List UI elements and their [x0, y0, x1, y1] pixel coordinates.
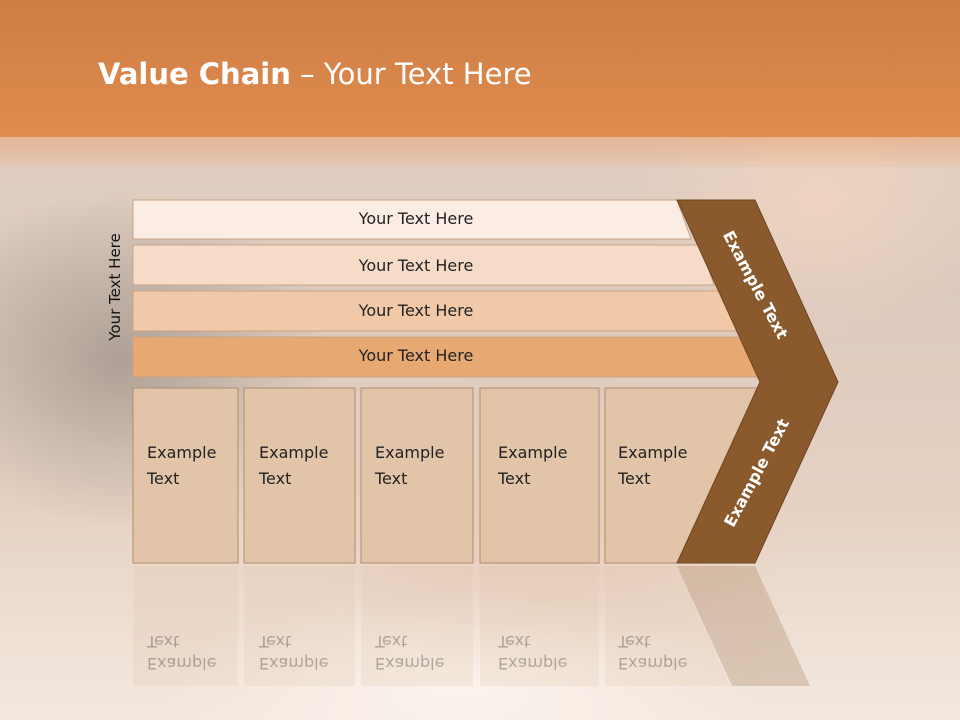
box-4-label: Example Text	[498, 443, 568, 488]
reflection-arrow	[677, 566, 810, 686]
box-3-label: Example Text	[375, 443, 445, 488]
reflection-text-1: Example Text	[147, 632, 217, 673]
reflection-text-2: Example Text	[259, 632, 329, 673]
reflection-text-4: Example Text	[498, 632, 568, 673]
box-5-label: Example Text	[618, 443, 688, 488]
reflection-box-3	[361, 566, 473, 686]
reflection-text-5: Example Text	[618, 632, 688, 673]
bar-1[interactable]	[132, 199, 692, 240]
reflection-box-2	[244, 566, 355, 686]
title-band-light	[0, 137, 960, 167]
reflection-box-4	[480, 566, 599, 686]
box-2-label: Example Text	[259, 443, 329, 488]
bar-1-label: Your Text Here	[358, 209, 474, 228]
box-1-label: Example Text	[147, 443, 217, 488]
bar-4-label: Your Text Here	[358, 346, 474, 365]
reflection: Example Text Example Text Example Text E…	[0, 566, 960, 706]
bar-2-label: Your Text Here	[358, 256, 474, 275]
box-3[interactable]	[360, 387, 474, 564]
box-4[interactable]	[479, 387, 600, 564]
box-2[interactable]	[243, 387, 356, 564]
box-1[interactable]	[132, 387, 239, 564]
reflection-box-5	[605, 566, 730, 686]
bar-3-label: Your Text Here	[358, 301, 474, 320]
bar-2[interactable]	[132, 244, 715, 286]
reflection-box-1	[133, 566, 238, 686]
chevron-arrow[interactable]	[676, 199, 839, 564]
slide-title-rest: – Your Text Here	[290, 57, 532, 91]
reflection-text-3: Example Text	[375, 632, 445, 673]
title-band	[0, 0, 960, 137]
slide-title-bold: Value Chain	[98, 57, 291, 91]
slide-title: Value Chain – Your Text Here	[98, 52, 532, 96]
reflection-shapes	[133, 566, 810, 686]
